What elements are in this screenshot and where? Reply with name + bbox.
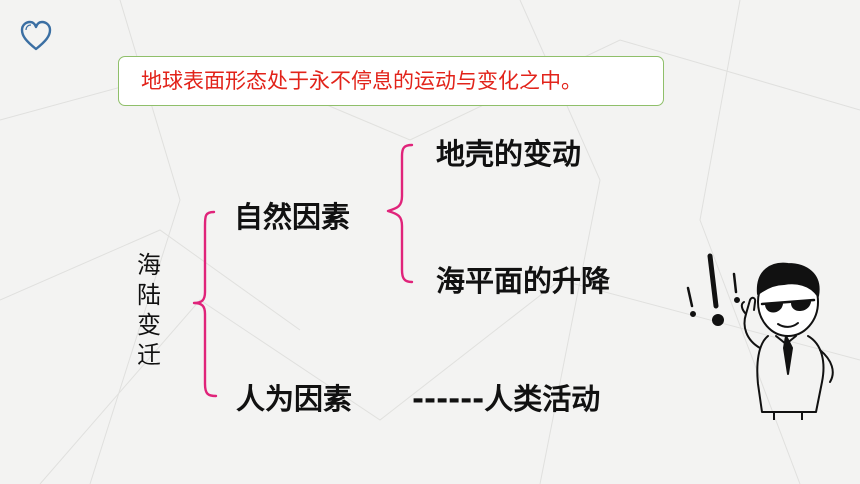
summary-text: 地球表面形态处于永不停息的运动与变化之中。	[141, 69, 582, 93]
heart-icon	[20, 20, 52, 51]
node-crustal-movement: 地壳的变动	[436, 137, 582, 171]
node-human-activity: ------人类活动	[412, 382, 601, 416]
root-label-sea-land-change: 海陆变迁	[137, 251, 161, 369]
natural-bracket	[386, 143, 414, 284]
cartoon-man-illustration	[686, 253, 834, 420]
node-sea-level-change: 海平面的升降	[436, 264, 611, 298]
main-bracket	[192, 210, 218, 398]
summary-banner: 地球表面形态处于永不停息的运动与变化之中。	[118, 56, 664, 106]
node-human-factors: 人为因素	[236, 382, 353, 416]
node-natural-factors: 自然因素	[234, 200, 351, 234]
